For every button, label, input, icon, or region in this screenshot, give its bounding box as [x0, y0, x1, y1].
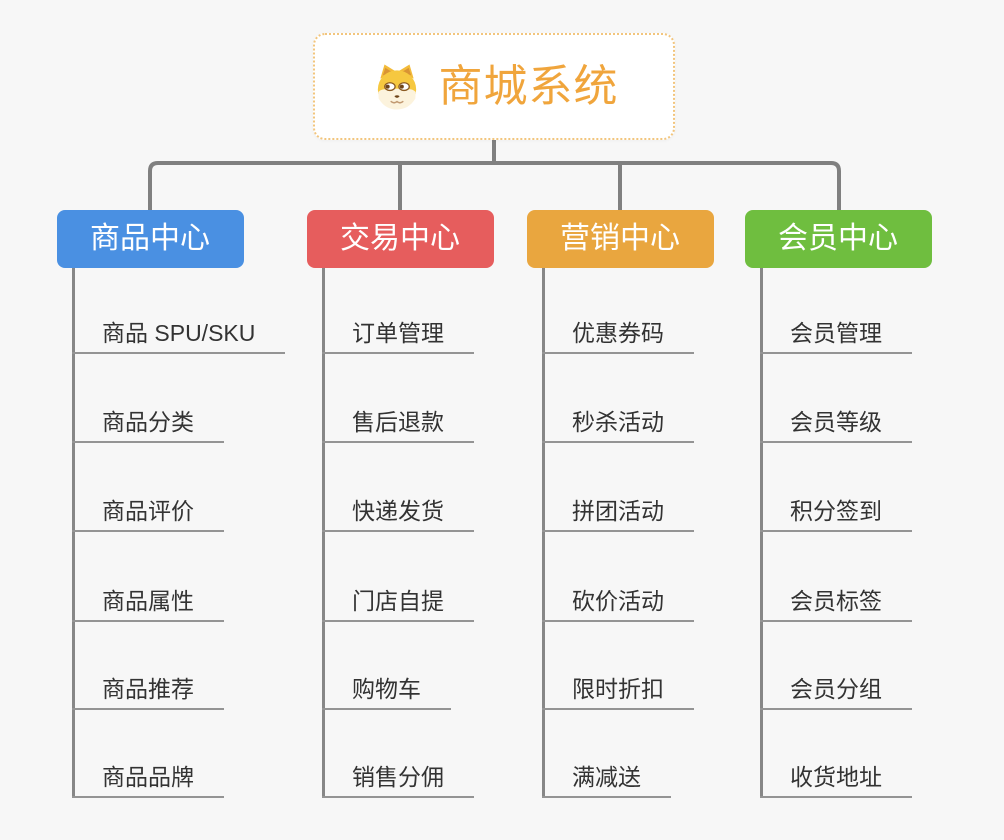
branch-node-3[interactable]: 会员中心 — [744, 210, 932, 268]
leaf-node[interactable]: 商品属性 — [72, 587, 224, 622]
leaf-node[interactable]: 售后退款 — [322, 408, 474, 443]
leaf-node[interactable]: 拼团活动 — [542, 497, 694, 532]
leaf-node[interactable]: 门店自提 — [322, 587, 474, 622]
leaf-node[interactable]: 商品分类 — [72, 408, 224, 443]
leaf-node[interactable]: 会员等级 — [760, 408, 912, 443]
leaf-node[interactable]: 满减送 — [542, 763, 671, 798]
leaf-node[interactable]: 收货地址 — [760, 763, 912, 798]
leaf-node[interactable]: 优惠券码 — [542, 319, 694, 354]
leaf-node[interactable]: 商品品牌 — [72, 763, 224, 798]
leaf-node[interactable]: 商品 SPU/SKU — [72, 319, 286, 354]
branch-node-1[interactable]: 交易中心 — [306, 210, 494, 268]
root-node-mall-system[interactable]: 商城系统 — [313, 33, 675, 140]
branch-node-2[interactable]: 营销中心 — [526, 210, 714, 268]
leaf-node[interactable]: 砍价活动 — [542, 587, 694, 622]
leaf-node[interactable]: 会员标签 — [760, 587, 912, 622]
root-node-label: 商城系统 — [438, 61, 619, 111]
leaf-node[interactable]: 销售分佣 — [322, 763, 474, 798]
leaf-node[interactable]: 订单管理 — [322, 319, 474, 354]
leaf-node[interactable]: 积分签到 — [760, 497, 912, 532]
branch-rail-line — [148, 161, 841, 210]
branch-node-0[interactable]: 商品中心 — [56, 210, 244, 268]
leaf-node[interactable]: 商品推荐 — [72, 675, 224, 710]
leaf-node[interactable]: 秒杀活动 — [542, 408, 694, 443]
child-spine-line — [72, 268, 75, 798]
child-spine-line — [542, 268, 545, 798]
leaf-node[interactable]: 快递发货 — [322, 497, 474, 532]
leaf-node[interactable]: 商品评价 — [72, 497, 224, 532]
child-spine-line — [322, 268, 325, 798]
leaf-node[interactable]: 购物车 — [322, 675, 451, 710]
leaf-node[interactable]: 会员分组 — [760, 675, 912, 710]
child-spine-line — [760, 268, 763, 798]
leaf-node[interactable]: 限时折扣 — [542, 675, 694, 710]
shiba-dog-icon — [377, 64, 416, 109]
leaf-node[interactable]: 会员管理 — [760, 319, 912, 354]
